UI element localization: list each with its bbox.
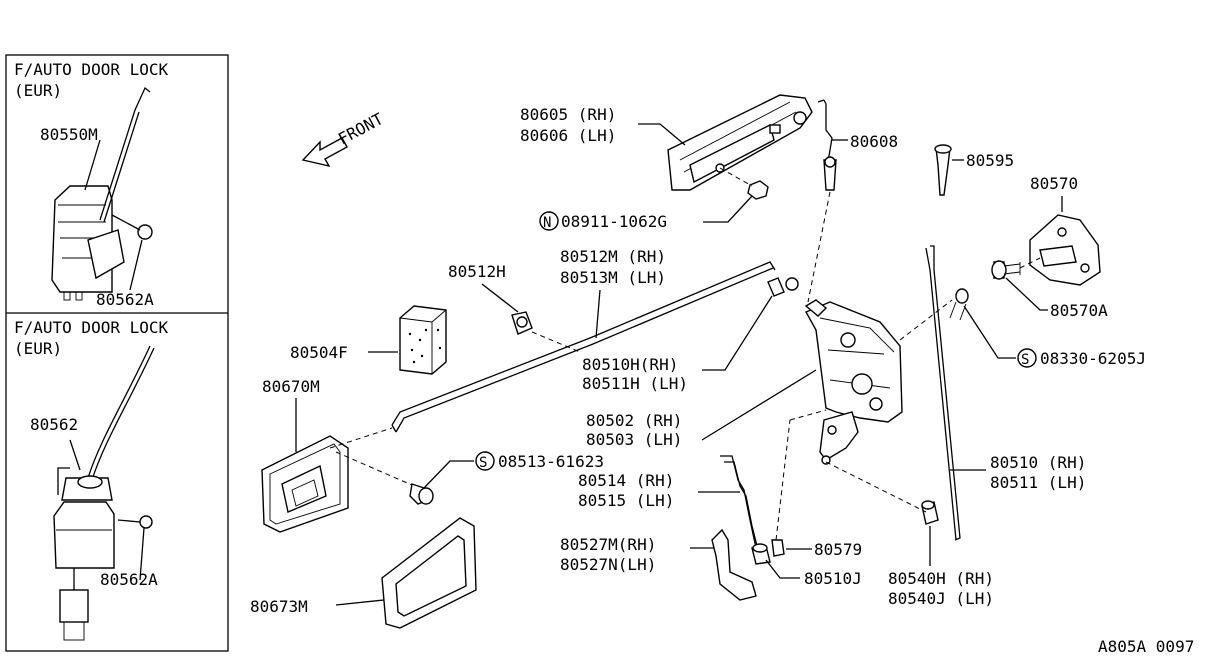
rod-80608 <box>817 99 837 191</box>
callout-80570: 80570 <box>1030 174 1078 193</box>
front-arrow-icon <box>301 137 348 168</box>
bracket-80527 <box>711 528 757 601</box>
clip-80540h <box>921 500 939 525</box>
screw-08330 <box>949 288 969 321</box>
callout-80511h: 80511H (LH) <box>582 374 688 393</box>
callout-80673m: 80673M <box>250 597 308 616</box>
inset-1-title: F/AUTO DOOR LOCK <box>14 60 168 79</box>
inset-2-region: (EUR) <box>14 339 62 358</box>
lock-knob-80595 <box>934 144 952 196</box>
striker-80570 <box>1029 214 1101 286</box>
callout-80512m: 80512M (RH) <box>560 247 666 266</box>
door-lock-body <box>804 299 903 465</box>
callout-80513m: 80513M (LH) <box>560 268 666 287</box>
n-symbol-icon <box>539 211 559 231</box>
clip-80512h <box>511 311 533 335</box>
screw-80570a <box>991 260 1021 280</box>
callout-80503: 80503 (LH) <box>586 430 682 449</box>
handle-leader <box>638 123 686 146</box>
front-label: FRONT <box>335 109 387 149</box>
figure-code: A805A 0097 <box>1098 637 1194 656</box>
callout-80595: 80595 <box>966 151 1014 170</box>
clip-80510j <box>751 543 771 565</box>
rod-80510 <box>925 245 961 541</box>
nut-08911 <box>747 180 769 200</box>
callout-80605: 80605 (RH) <box>520 105 616 124</box>
callout-80510: 80510 (RH) <box>990 453 1086 472</box>
inside-rod-80512m <box>391 261 776 433</box>
inset-1-actuator <box>51 86 153 301</box>
callout-80514: 80514 (RH) <box>578 471 674 490</box>
inset-2-label-actuator: 80562 <box>30 415 78 434</box>
callout-80510h: 80510H(RH) <box>582 355 678 374</box>
clip-80510h <box>767 277 799 297</box>
screw-08513 <box>409 483 434 505</box>
callout-80579: 80579 <box>814 540 862 559</box>
inset-2-title: F/AUTO DOOR LOCK <box>14 318 168 337</box>
callout-80527m: 80527M(RH) <box>560 535 656 554</box>
s-symbol-letter-2: S <box>479 455 487 471</box>
outside-handle <box>667 94 813 191</box>
callout-80540j: 80540J (LH) <box>888 589 994 608</box>
callout-80511: 80511 (LH) <box>990 473 1086 492</box>
rod-80514 <box>720 455 759 551</box>
callout-80608: 80608 <box>850 132 898 151</box>
inset-2-label-screw: 80562A <box>100 570 158 589</box>
callout-80527n: 80527N(LH) <box>560 555 656 574</box>
callout-08911: 08911-1062G <box>561 212 667 231</box>
inside-handle-80670m <box>261 435 349 533</box>
s-symbol-letter-1: S <box>1021 352 1029 368</box>
callout-80540h: 80540H (RH) <box>888 569 994 588</box>
callout-08330: 08330-6205J <box>1040 349 1146 368</box>
inset-1-label-actuator: 80550M <box>40 125 98 144</box>
inset-1-label-screw: 80562A <box>96 290 154 309</box>
inset-2-actuator <box>53 345 155 641</box>
s-symbol-icon-2 <box>475 451 495 471</box>
callout-80510j: 80510J <box>804 569 862 588</box>
s-symbol-icon-1 <box>1017 348 1037 368</box>
callout-80504f: 80504F <box>290 343 348 362</box>
callout-80670m: 80670M <box>262 377 320 396</box>
callout-80512h: 80512H <box>448 262 506 281</box>
callout-80502: 80502 (RH) <box>586 411 682 430</box>
callout-80570a: 80570A <box>1050 301 1108 320</box>
clip-80579 <box>771 539 785 557</box>
inset-frame <box>5 54 229 652</box>
pad-80504f <box>399 305 447 375</box>
inset-1-region: (EUR) <box>14 81 62 100</box>
n-symbol-letter: N <box>543 215 551 231</box>
callout-80606: 80606 (LH) <box>520 126 616 145</box>
callout-08513: 08513-61623 <box>498 452 604 471</box>
escutcheon-80673m <box>381 517 477 629</box>
callout-80515: 80515 (LH) <box>578 491 674 510</box>
